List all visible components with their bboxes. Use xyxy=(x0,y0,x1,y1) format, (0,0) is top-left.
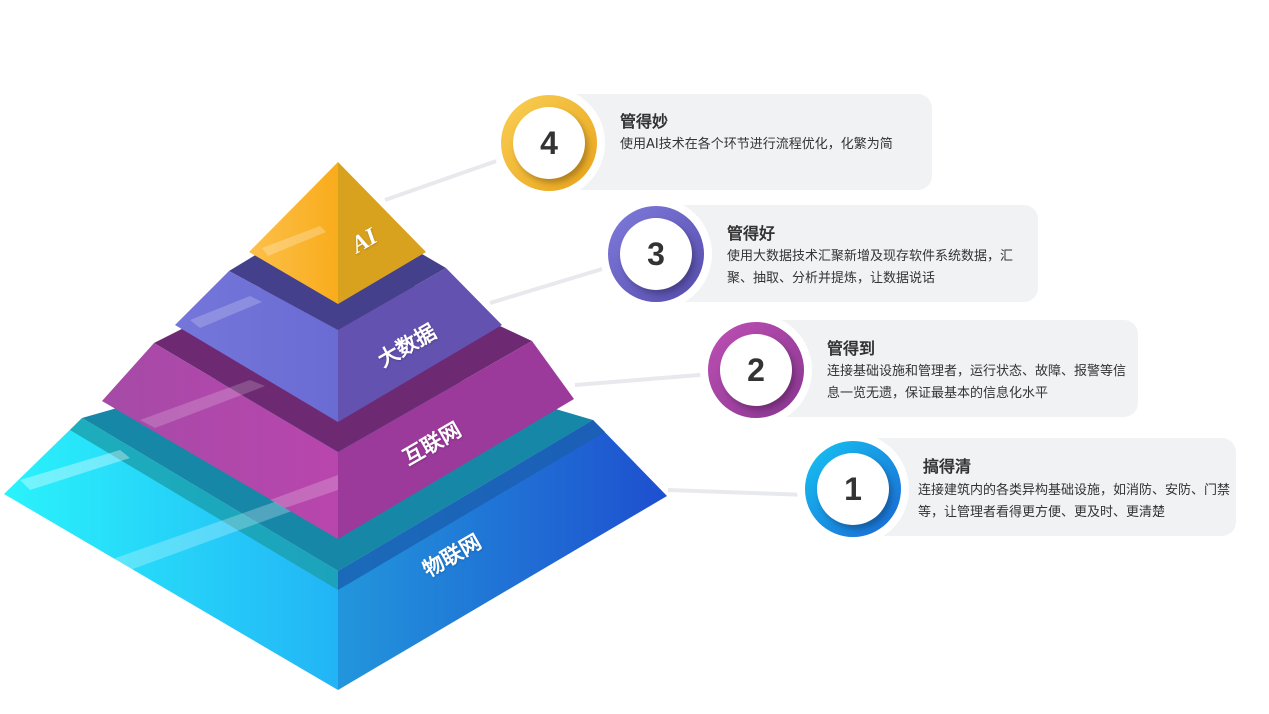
level-title-4: 管得妙 xyxy=(620,112,669,131)
level-desc-3: 使用大数据技术汇聚新增及现存软件系统数据，汇聚、抽取、分析并提炼，让数据说话 xyxy=(727,249,1014,286)
level-desc-1: 连接建筑内的各类异构基础设施，如消防、安防、门禁等，让管理者看得更方便、更及时、… xyxy=(918,483,1231,520)
level-desc-4: 使用AI技术在各个环节进行流程优化，化繁为简 xyxy=(620,137,893,152)
level-title-3: 管得好 xyxy=(727,224,776,243)
level-desc-2: 连接基础设施和管理者，运行状态、故障、报警等信息一览无遗，保证最基本的信息化水平 xyxy=(827,364,1127,401)
connector-line-2 xyxy=(574,372,713,387)
level-title-1: 搞得清 xyxy=(923,457,972,476)
level-number-4: 4 xyxy=(513,107,585,179)
level-card-4 xyxy=(549,94,932,190)
level-badge-2: 2 xyxy=(708,322,804,418)
tier-ai xyxy=(249,162,426,304)
level-card-3 xyxy=(656,205,1038,302)
level-number-2: 2 xyxy=(720,334,792,406)
level-title-2: 管得到 xyxy=(827,339,876,358)
level-card-1 xyxy=(853,438,1236,536)
connector-line-1 xyxy=(667,488,809,497)
level-number-3: 3 xyxy=(620,218,692,290)
connector-line-3 xyxy=(489,264,613,305)
connector-line-4 xyxy=(384,156,506,202)
level-card-2 xyxy=(756,320,1138,417)
connector-lines xyxy=(384,156,809,497)
level-number-1: 1 xyxy=(817,453,889,525)
level-badge-4: 4 xyxy=(501,95,597,191)
level-badge-3: 3 xyxy=(608,206,704,302)
level-badge-1: 1 xyxy=(805,441,901,537)
